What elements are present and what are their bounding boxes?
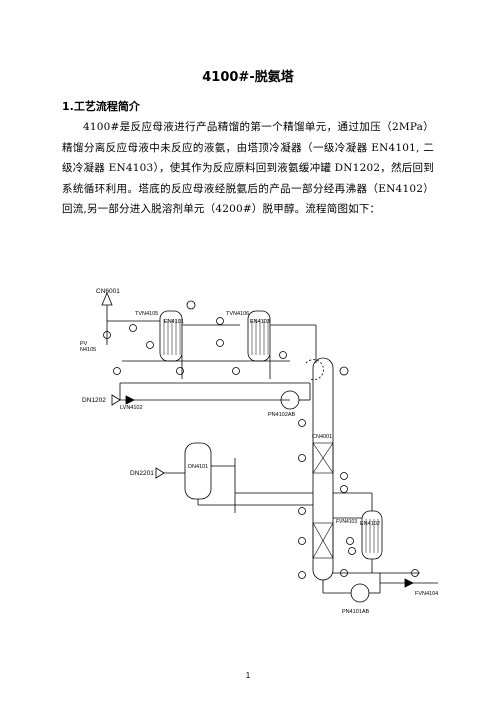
page-number: 1 [245,671,251,680]
lvn4102-valve [125,395,135,405]
instrument-column-6 [298,537,306,545]
instrument-reboiler-1 [346,537,354,545]
label-dn4101: DN4101 [188,464,208,470]
label-en4103: EN4103 [250,319,270,325]
instrument-en4103-1 [216,317,224,325]
dn1202-arrow [111,394,121,406]
document-title: 4100#-脱氨塔 [202,70,294,85]
instrument-en4103-2 [216,339,224,347]
label-fvn4104: FVN4104 [415,591,438,597]
instrument-left-3 [113,367,121,375]
label-cn4001: CN4001 [312,434,332,440]
label-en4102: EN4102 [360,521,380,527]
instrument-column-5 [298,507,306,515]
dn4101-drum [184,442,212,500]
instrument-fvn4104 [411,569,419,577]
instrument-column-1 [298,419,306,427]
instrument-left-4 [176,367,184,375]
label-fvn4103: FVN4103 [336,519,357,525]
fvn4104-valve [404,578,414,588]
instrument-column-4 [340,485,348,493]
dn2201-arrow [155,467,165,479]
process-flow-diagram: CN6001 PV N4105 TVN4105 EN4101 TVN4106 E… [80,288,438,615]
label-n4105: N4105 [80,347,96,353]
instrument-en4101-top [186,300,196,310]
instrument-reboiler-2 [348,547,356,555]
label-dn2201: DN2201 [130,470,154,477]
section-heading: 1.工艺流程简介 [62,100,140,113]
instrument-left-1 [129,324,137,332]
instrument-column-top-right [339,366,349,376]
label-tvn4105: TVN4105 [135,311,158,317]
label-pn4102ab: PN4102AB [268,412,296,418]
label-lvn4102: LVN4102 [120,405,143,411]
label-en4101: EN4101 [164,319,184,325]
instrument-en4103-3 [232,367,240,375]
label-tvn4106: TVN4106 [226,311,249,317]
instrument-left-2 [146,341,154,349]
en4102-reboiler [361,510,383,560]
label-pv: PV [80,341,88,347]
instrument-column-8 [298,571,306,579]
intro-paragraph: 4100#是反应母液进行产品精馏的第一个精馏单元，通过加压（2MPa）精馏分离反… [62,121,434,216]
instrument-column-3 [340,472,348,480]
instrument-pv-bubble [103,331,111,339]
instrument-column-2 [298,454,306,462]
instrument-en4103-4 [279,351,287,359]
label-pn4101ab: PN4101AB [342,609,370,615]
label-cn6001: CN6001 [96,288,120,295]
pn4101ab-pump [350,583,370,603]
label-dn1202: DN1202 [82,397,106,404]
